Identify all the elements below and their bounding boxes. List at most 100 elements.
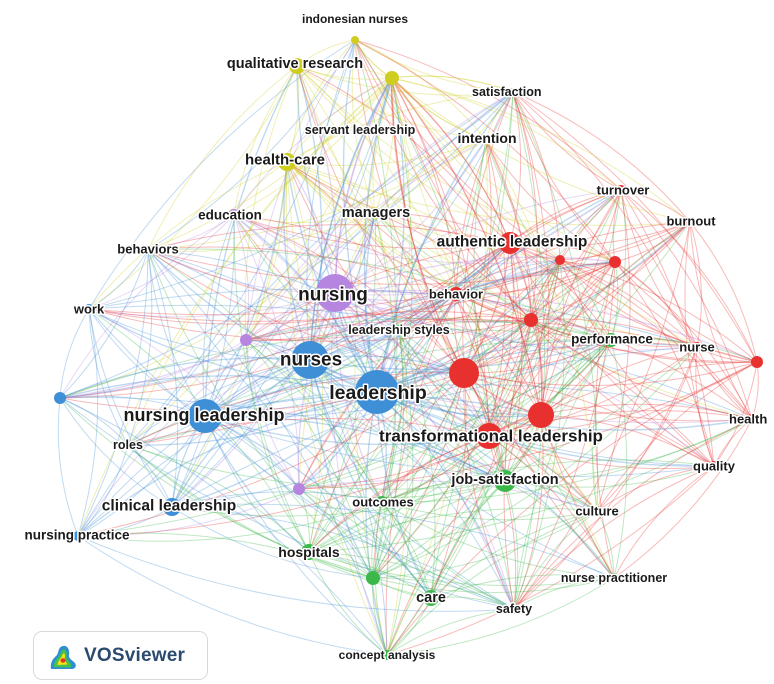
unlabeled-node[interactable]	[751, 356, 763, 368]
node-label-nursing-practice[interactable]: nursing practice	[23, 526, 132, 544]
network-edge	[513, 414, 544, 610]
node-leadership[interactable]	[355, 370, 399, 414]
node-label-culture[interactable]: culture	[574, 502, 620, 520]
node-label-behaviors[interactable]: behaviors	[116, 240, 180, 258]
node-label-nurse[interactable]: nurse	[678, 338, 716, 356]
network-edge	[245, 293, 457, 341]
node-nurses[interactable]	[291, 341, 329, 379]
network-edge	[286, 161, 561, 261]
network-edge	[504, 480, 615, 579]
node-turnover[interactable]	[616, 185, 626, 195]
node-performance[interactable]	[604, 333, 618, 347]
node-label-clinical-leadership[interactable]: clinical leadership	[100, 496, 237, 516]
unlabeled-node[interactable]	[524, 313, 538, 327]
network-edge	[147, 77, 392, 251]
node-label-indonesian-nurses[interactable]: indonesian nurses	[300, 11, 409, 28]
node-label-nursing-leadership[interactable]: nursing leadership	[122, 404, 286, 427]
node-satisfaction[interactable]	[509, 88, 517, 96]
unlabeled-node[interactable]	[240, 334, 252, 346]
vosviewer-logo[interactable]: VOSviewer	[33, 631, 208, 680]
node-label-quality[interactable]: quality	[692, 457, 738, 475]
node-care[interactable]	[423, 590, 439, 606]
unlabeled-node[interactable]	[293, 483, 305, 495]
node-label-roles[interactable]: roles	[112, 437, 145, 454]
node-hospitals[interactable]	[301, 544, 317, 560]
node-authentic-leadership[interactable]	[499, 232, 521, 254]
node-label-behavior[interactable]: behavior	[427, 285, 484, 303]
node-outcomes[interactable]	[376, 496, 388, 508]
node-label-education[interactable]: education	[197, 206, 264, 224]
node-nursing-practice[interactable]	[73, 531, 83, 541]
node-label-leadership[interactable]: leadership	[328, 381, 429, 406]
node-label-safety[interactable]: safety	[494, 601, 533, 618]
network-edge	[620, 189, 753, 420]
node-behavior[interactable]	[449, 287, 463, 301]
node-nursing-leadership[interactable]	[188, 399, 222, 433]
node-label-health[interactable]: health	[728, 410, 769, 428]
network-edge	[334, 292, 715, 467]
node-label-transformational-leadership[interactable]: transformational leadership	[378, 425, 605, 447]
unlabeled-node[interactable]	[54, 392, 66, 404]
node-safety[interactable]	[509, 604, 519, 614]
node-behaviors[interactable]	[143, 245, 153, 255]
network-edge	[509, 242, 543, 416]
node-label-satisfaction[interactable]: satisfaction	[471, 84, 543, 101]
node-label-work[interactable]: work	[71, 300, 106, 318]
node-label-health-care[interactable]: health-care	[243, 150, 326, 170]
node-label-nurses[interactable]: nurses	[278, 348, 343, 372]
node-clinical-leadership[interactable]	[163, 498, 181, 516]
unlabeled-node[interactable]	[528, 402, 554, 428]
node-managers[interactable]	[369, 207, 381, 219]
node-burnout[interactable]	[685, 217, 695, 227]
node-label-nursing[interactable]: nursing	[297, 283, 370, 307]
node-health[interactable]	[747, 414, 757, 424]
node-culture[interactable]	[592, 506, 602, 516]
network-edge	[298, 329, 400, 490]
node-job-satisfaction[interactable]	[494, 470, 516, 492]
node-label-performance[interactable]: performance	[570, 330, 655, 348]
node-concept-analysis[interactable]	[382, 650, 392, 660]
node-indonesian-nurses[interactable]	[351, 36, 359, 44]
unlabeled-node[interactable]	[555, 255, 565, 265]
node-leadership-styles[interactable]	[394, 325, 404, 335]
node-servant-leadership[interactable]	[385, 71, 399, 85]
network-edge	[204, 339, 612, 418]
network-edge	[296, 65, 487, 141]
unlabeled-node[interactable]	[609, 256, 621, 268]
node-work[interactable]	[84, 304, 94, 314]
node-nurse[interactable]	[692, 342, 702, 352]
unlabeled-node[interactable]	[366, 571, 380, 585]
node-label-intention[interactable]: intention	[456, 129, 518, 148]
node-nurse-practitioner[interactable]	[609, 573, 619, 583]
node-roles[interactable]	[123, 440, 133, 450]
network-edge	[77, 77, 392, 537]
node-label-burnout[interactable]: burnout	[665, 212, 718, 230]
vosviewer-logo-text: VOSviewer	[84, 645, 186, 666]
node-label-turnover[interactable]: turnover	[595, 181, 651, 199]
node-label-qualitative-research[interactable]: qualitative research	[225, 55, 364, 74]
unlabeled-node[interactable]	[449, 358, 479, 388]
node-label-managers[interactable]: managers	[340, 204, 412, 223]
node-label-servant-leadership[interactable]: servant leadership	[303, 122, 417, 139]
node-label-leadership-styles[interactable]: leadership styles	[347, 322, 451, 339]
node-education[interactable]	[228, 209, 240, 221]
node-qualitative-research[interactable]	[289, 58, 305, 74]
node-quality[interactable]	[709, 461, 719, 471]
node-health-care[interactable]	[278, 153, 296, 171]
node-intention[interactable]	[481, 135, 491, 145]
node-transformational-leadership[interactable]	[476, 423, 502, 449]
network-edge	[245, 261, 616, 341]
network-edge	[308, 551, 515, 610]
node-label-job-satisfaction[interactable]: job-satisfaction	[449, 471, 560, 490]
node-label-care[interactable]: care	[415, 589, 448, 608]
node-label-authentic-leadership[interactable]: authentic leadership	[435, 232, 589, 252]
node-nursing[interactable]	[316, 274, 354, 312]
node-label-nurse-practitioner[interactable]: nurse practitioner	[559, 570, 668, 587]
node-label-outcomes[interactable]: outcomes	[351, 493, 415, 511]
node-label-hospitals[interactable]: hospitals	[277, 543, 342, 562]
network-edge	[540, 346, 698, 416]
node-label-concept-analysis[interactable]: concept analysis	[337, 647, 437, 664]
network-edge	[538, 259, 561, 416]
